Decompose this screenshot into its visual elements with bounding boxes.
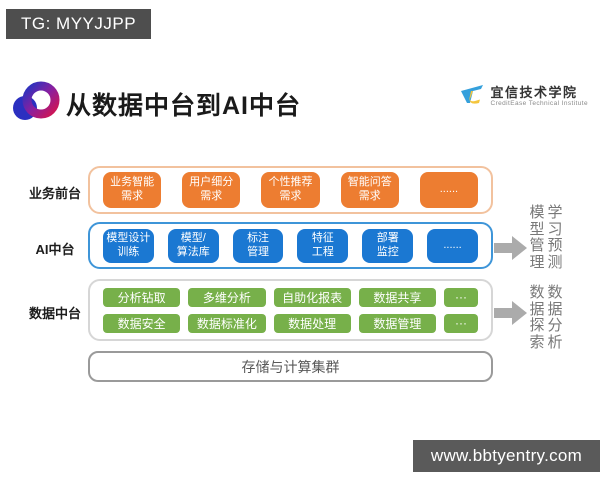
front-item-line1: 智能问答 — [347, 176, 392, 189]
front-item: 用户细分 需求 — [182, 172, 241, 208]
arrow-right-icon — [494, 235, 528, 266]
data-item: 数据共享 — [358, 287, 436, 307]
ai-item-line1: 模型设计 — [106, 231, 151, 244]
brand-subtitle: CreditEase Technical Institute — [490, 100, 588, 108]
footer-url-bar: www.bbtyentry.com — [413, 440, 600, 472]
front-item: 个性推荐 需求 — [261, 172, 320, 208]
ai-item-line2: 管理 — [247, 245, 270, 258]
tier-ai-middle: 模型设计 训练 模型/ 算法库 标注 管理 特征 工程 部署 监控 ...... — [88, 222, 493, 269]
ai-item-line2: 训练 — [117, 245, 140, 258]
brand: 宜信技术学院 CreditEase Technical Institute — [460, 84, 588, 109]
data-item: 数据管理 — [358, 313, 436, 333]
data-item: 数据处理 — [273, 313, 351, 333]
data-item: 自助化报表 — [273, 287, 351, 307]
ai-item-line1: 标注 — [247, 231, 270, 244]
ai-item: 部署 监控 — [362, 228, 414, 263]
tier-business-front: 业务智能 需求 用户细分 需求 个性推荐 需求 智能问答 需求 ...... — [88, 166, 493, 214]
ai-item-line1: 模型/ — [180, 231, 206, 244]
front-item-line2: 需求 — [279, 190, 302, 202]
data-annotation: 数据探索 数据分析 — [529, 284, 563, 351]
tg-badge: TG: MYYJJPP — [6, 9, 152, 39]
data-item: 多维分析 — [188, 287, 266, 307]
front-item-line2: 需求 — [200, 190, 223, 202]
data-item-more: ··· — [444, 287, 478, 307]
front-item-line1: ...... — [439, 183, 459, 196]
front-item: 业务智能 需求 — [103, 172, 162, 208]
data-item: 数据标准化 — [188, 313, 266, 333]
data-item: 数据安全 — [103, 313, 181, 333]
label-business-front: 业务前台 — [28, 186, 81, 201]
ai-item-line1: ...... — [443, 238, 462, 251]
ai-item: 模型/ 算法库 — [167, 228, 219, 263]
ai-annotation-col1: 模型管理 — [529, 204, 545, 271]
front-item: 智能问答 需求 — [340, 172, 399, 208]
title-logo-icon — [12, 80, 60, 129]
ai-item-line2: 算法库 — [176, 245, 210, 258]
ai-item: 标注 管理 — [232, 228, 284, 263]
front-item-line1: 用户细分 — [189, 176, 234, 189]
creditease-logo-icon — [460, 84, 484, 109]
data-row-bottom: 数据安全 数据标准化 数据处理 数据管理 ··· — [103, 313, 478, 333]
front-item-line1: 业务智能 — [110, 176, 155, 189]
tier-data-middle: 分析钻取 多维分析 自助化报表 数据共享 ··· 数据安全 数据标准化 数据处理… — [88, 279, 493, 341]
label-ai-middle: AI中台 — [35, 242, 75, 257]
tg-badge-text: TG: MYYJJPP — [21, 14, 137, 33]
front-item-more: ...... — [419, 172, 479, 208]
label-data-middle: 数据中台 — [28, 306, 81, 321]
data-item: 分析钻取 — [103, 287, 181, 307]
ai-item-more: ...... — [427, 228, 478, 263]
data-row-top: 分析钻取 多维分析 自助化报表 数据共享 ··· — [103, 287, 478, 307]
ai-item: 模型设计 训练 — [103, 228, 154, 263]
front-item-line2: 需求 — [121, 190, 144, 202]
ai-annotation-col2: 学习预测 — [547, 204, 563, 271]
page-title: 从数据中台到AI中台 — [66, 92, 302, 120]
data-annotation-col2: 数据分析 — [547, 284, 563, 351]
data-item-more: ··· — [444, 313, 478, 333]
brand-name: 宜信技术学院 — [490, 84, 578, 100]
brand-text: 宜信技术学院 CreditEase Technical Institute — [490, 84, 588, 108]
front-item-line1: 个性推荐 — [268, 176, 313, 189]
data-annotation-col1: 数据探索 — [529, 284, 545, 351]
ai-item-line2: 工程 — [311, 245, 334, 258]
storage-cluster-box: 存储与计算集群 — [88, 351, 493, 382]
ai-item-line2: 监控 — [376, 245, 399, 258]
footer-url: www.bbtyentry.com — [430, 446, 583, 465]
storage-cluster-label: 存储与计算集群 — [241, 358, 340, 375]
ai-item: 特征 工程 — [297, 228, 349, 263]
ai-item-line1: 部署 — [376, 231, 399, 244]
ai-item-line1: 特征 — [311, 231, 334, 244]
arrow-right-icon — [494, 300, 528, 331]
ai-annotation: 模型管理 学习预测 — [529, 204, 563, 271]
front-item-line2: 需求 — [358, 190, 381, 202]
